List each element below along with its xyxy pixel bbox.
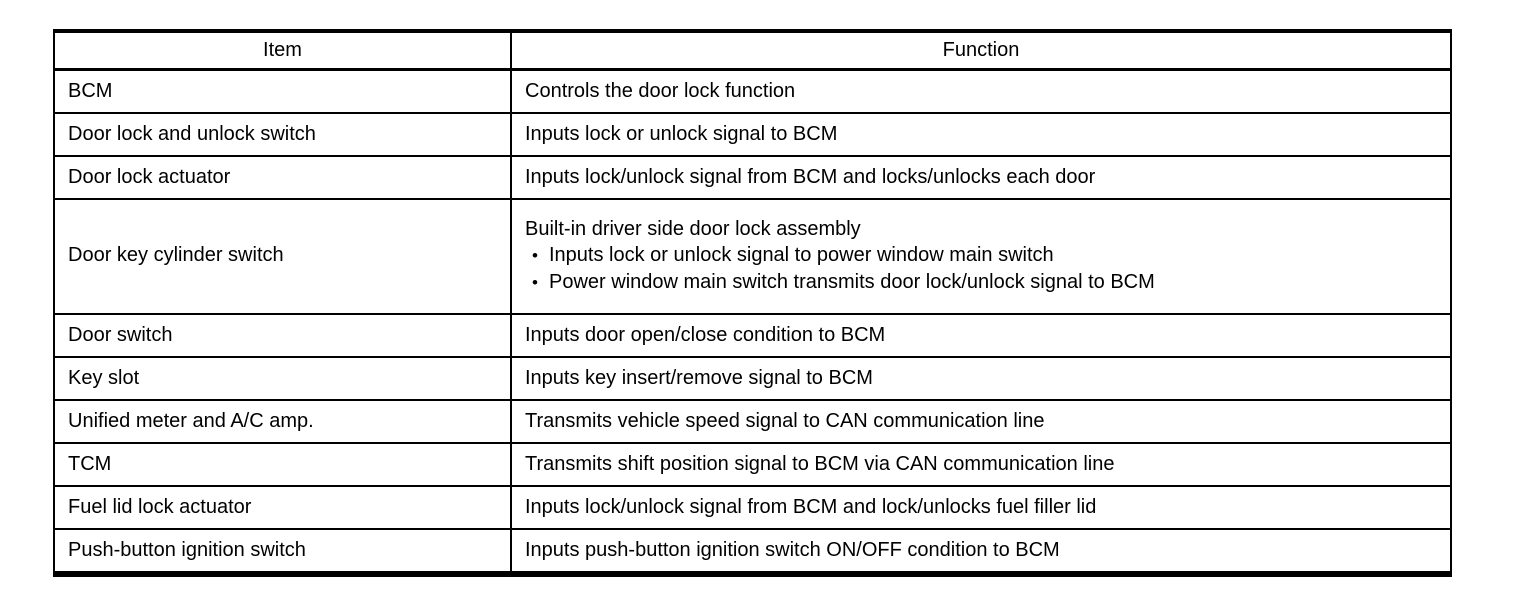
item-cell: Key slot: [53, 356, 512, 401]
function-intro: Built-in driver side door lock assembly: [525, 217, 861, 240]
item-cell: Fuel lid lock actuator: [53, 485, 512, 530]
item-cell: Push-button ignition switch: [53, 528, 512, 575]
function-cell: Inputs lock/unlock signal from BCM and l…: [510, 485, 1452, 530]
table-row: Door lock and unlock switch Inputs lock …: [53, 112, 1452, 157]
function-cell: Inputs door open/close condition to BCM: [510, 313, 1452, 358]
function-cell: Built-in driver side door lock assembly …: [510, 198, 1452, 315]
function-cell: Transmits vehicle speed signal to CAN co…: [510, 399, 1452, 444]
function-cell: Transmits shift position signal to BCM v…: [510, 442, 1452, 487]
table-row: Unified meter and A/C amp. Transmits veh…: [53, 399, 1452, 444]
table-row: Push-button ignition switch Inputs push-…: [53, 528, 1452, 575]
function-bullet-item: • Power window main switch transmits doo…: [525, 269, 1437, 296]
table-row: Door key cylinder switch Built-in driver…: [53, 198, 1452, 315]
header-row: Item Function: [53, 30, 1452, 71]
table-row: Door lock actuator Inputs lock/unlock si…: [53, 155, 1452, 200]
table-row: TCM Transmits shift position signal to B…: [53, 442, 1452, 487]
function-cell: Controls the door lock function: [510, 68, 1452, 114]
table-row: BCM Controls the door lock function: [53, 68, 1452, 114]
item-cell: Door key cylinder switch: [53, 198, 512, 315]
function-cell: Inputs push-button ignition switch ON/OF…: [510, 528, 1452, 575]
function-cell: Inputs lock/unlock signal from BCM and l…: [510, 155, 1452, 200]
bullet-icon: •: [532, 245, 538, 265]
column-header-item: Item: [53, 30, 512, 71]
item-cell: BCM: [53, 68, 512, 114]
item-cell: Unified meter and A/C amp.: [53, 399, 512, 444]
item-cell: Door lock and unlock switch: [53, 112, 512, 157]
item-cell: Door switch: [53, 313, 512, 358]
column-header-function: Function: [510, 30, 1452, 71]
bullet-text: Inputs lock or unlock signal to power wi…: [549, 243, 1054, 266]
bullet-icon: •: [532, 272, 538, 292]
function-cell: Inputs lock or unlock signal to BCM: [510, 112, 1452, 157]
item-cell: Door lock actuator: [53, 155, 512, 200]
bullet-text: Power window main switch transmits door …: [549, 270, 1155, 293]
item-function-table: Item Function BCM Controls the door lock…: [53, 29, 1452, 577]
table-row: Door switch Inputs door open/close condi…: [53, 313, 1452, 358]
function-cell: Inputs key insert/remove signal to BCM: [510, 356, 1452, 401]
table-row: Key slot Inputs key insert/remove signal…: [53, 356, 1452, 401]
table-row: Fuel lid lock actuator Inputs lock/unloc…: [53, 485, 1452, 530]
item-cell: TCM: [53, 442, 512, 487]
function-bullet-item: • Inputs lock or unlock signal to power …: [525, 242, 1437, 269]
